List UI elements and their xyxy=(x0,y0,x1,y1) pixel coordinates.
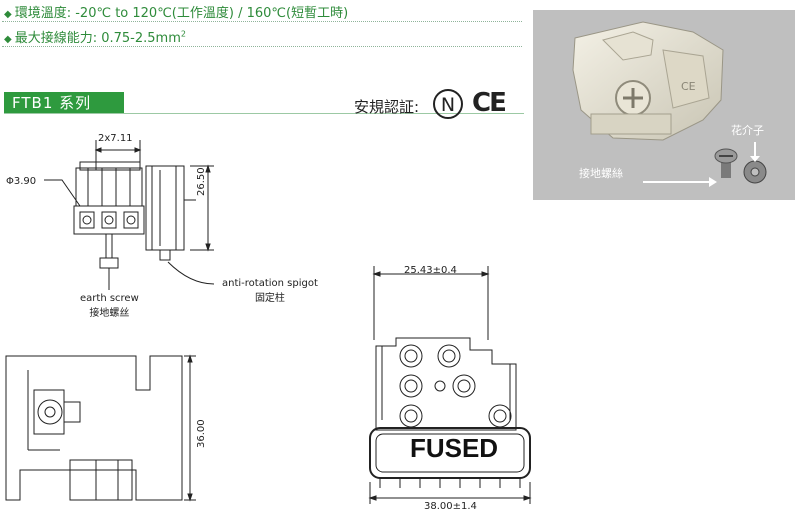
side-view-drawing xyxy=(44,140,215,290)
plate-mark-text: CE xyxy=(681,80,696,93)
washer-icon xyxy=(743,160,767,184)
ul-mark-text: N xyxy=(441,94,455,116)
spec-temperature: ◆環境溫度: -20℃ to 120℃(工作溫度) / 160℃(短暫工時) xyxy=(4,2,348,21)
screw-label: 接地螺絲 xyxy=(579,167,623,180)
product-photo: CE 花介子 接地螺絲 xyxy=(533,10,795,200)
top-width-dimension: 25.43±0.4 xyxy=(404,265,457,276)
front-view-drawing xyxy=(368,266,532,504)
bottom-view-drawing xyxy=(5,354,196,502)
earth-screw-zh: 接地螺丝 xyxy=(89,308,130,319)
capacity-label: 最大接線能力: xyxy=(14,31,98,46)
ul-mark-icon: N xyxy=(433,89,463,119)
divider xyxy=(2,21,522,22)
bottom-height-dimension: 36.00 xyxy=(196,419,207,448)
temp-label: 環境溫度: xyxy=(14,6,72,21)
washer-label: 花介子 xyxy=(731,124,764,137)
capacity-sup: 2 xyxy=(180,29,186,39)
temp-value: -20℃ to 120℃(工作溫度) / 160℃(短暫工時) xyxy=(75,6,349,21)
terminal-block-photo-icon: CE xyxy=(572,21,767,187)
bullet-icon: ◆ xyxy=(4,9,12,20)
hole-dimension: Φ3.90 xyxy=(6,176,37,187)
fused-label: FUSED xyxy=(409,433,499,463)
capacity-value: 0.75-2.5mm xyxy=(101,31,181,46)
spigot-callout: anti-rotation spigot 固定柱 xyxy=(222,278,318,304)
spec-capacity: ◆最大接線能力: 0.75-2.5mm2 xyxy=(4,27,186,46)
earth-screw-callout: earth screw 接地螺丝 xyxy=(80,293,139,319)
ce-mark-icon: CE xyxy=(472,88,507,118)
spigot-zh: 固定柱 xyxy=(254,293,285,304)
bottom-width-dimension: 38.00±1.4 xyxy=(424,501,477,512)
screw-icon xyxy=(714,148,738,178)
earth-screw-en: earth screw xyxy=(80,293,139,304)
series-tag: FTB1 系列 xyxy=(4,92,124,114)
divider xyxy=(2,46,522,47)
certification-label: 安規認証: xyxy=(354,98,420,116)
series-underline xyxy=(4,113,524,114)
height-dimension: 26.50 xyxy=(196,167,207,196)
spigot-en: anti-rotation spigot xyxy=(222,278,318,289)
pitch-dimension: 2x7.11 xyxy=(98,133,133,144)
bullet-icon: ◆ xyxy=(4,34,12,45)
